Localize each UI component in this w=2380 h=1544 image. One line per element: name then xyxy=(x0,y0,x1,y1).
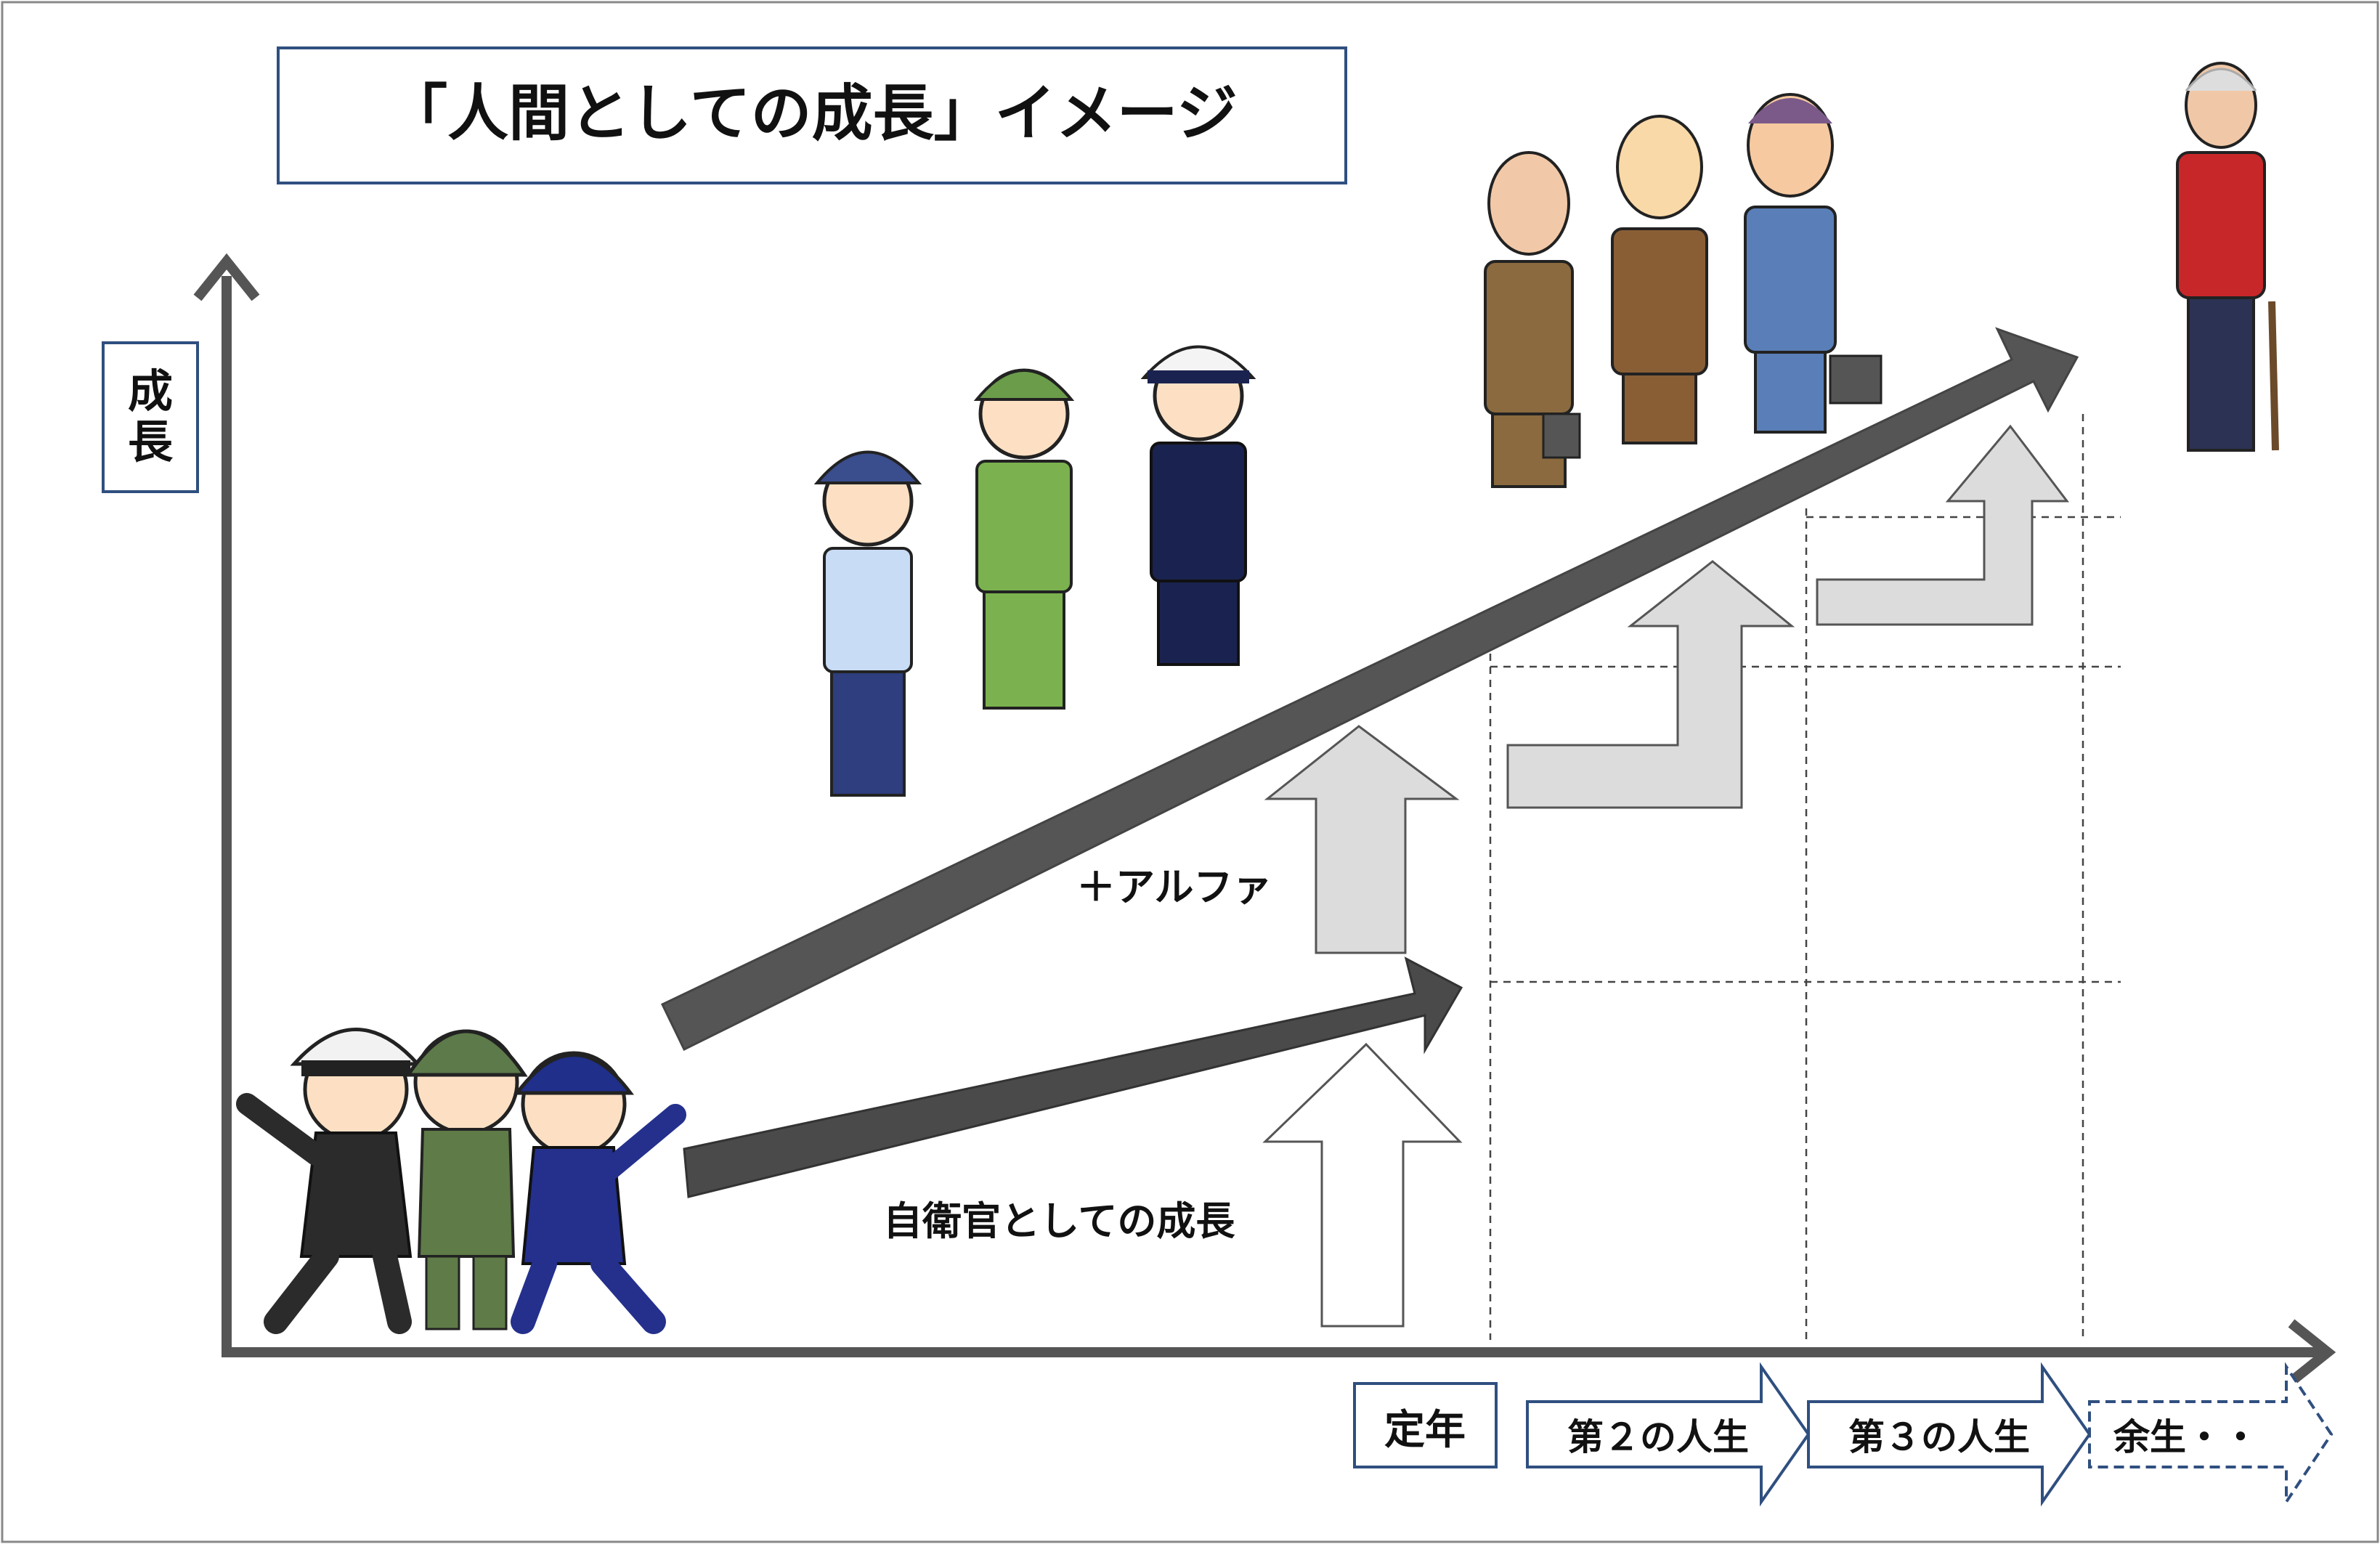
elderly-man-illustration xyxy=(2176,62,2279,452)
self-defense-growth-label: 自衛官としての成長 xyxy=(883,1198,1235,1244)
y-axis-arrowhead xyxy=(193,253,260,301)
step-arrow-third-life xyxy=(1816,424,2070,626)
timeline: 定年 第２の人生 第３の人生 余生・・ xyxy=(1353,1362,2334,1507)
officers-illustration xyxy=(813,345,1256,797)
dashed-grid xyxy=(1489,414,2121,1340)
businessmen-illustration xyxy=(1484,93,1883,488)
retirement-box xyxy=(1353,1382,1498,1468)
young-soldiers-illustration xyxy=(236,1028,686,1334)
stage-second-life: 第２の人生 xyxy=(1567,1416,1749,1458)
step-arrow-second-life xyxy=(1506,560,1795,809)
y-axis-label-char: 成 xyxy=(128,365,173,418)
overall-growth-arrow xyxy=(660,327,2079,1052)
axes xyxy=(193,253,2336,1386)
stage-arrow-third xyxy=(1807,1362,2092,1507)
stage-third-life: 第３の人生 xyxy=(1848,1416,2030,1458)
stage-arrow-second xyxy=(1526,1362,1811,1507)
page-title: 「人間としての成長」イメージ xyxy=(386,78,1238,149)
x-axis-arrowhead xyxy=(2288,1319,2336,1386)
stage-arrow-remaining xyxy=(2088,1362,2334,1507)
plus-alpha-label: ＋アルファ xyxy=(1076,864,1272,910)
retirement-label: 定年 xyxy=(1384,1407,1466,1454)
y-axis-label: 成長 xyxy=(128,365,174,468)
self-defense-growth-arrow xyxy=(683,956,1463,1198)
y-axis-label-char: 長 xyxy=(128,415,174,468)
stage-remaining-life: 余生・・ xyxy=(2113,1416,2259,1458)
white-up-arrow xyxy=(1262,1042,1463,1328)
plus-alpha-up-arrow xyxy=(1264,725,1460,954)
title-box: 「人間としての成長」イメージ xyxy=(277,46,1347,184)
y-axis-label-box: 成長 xyxy=(102,341,199,493)
